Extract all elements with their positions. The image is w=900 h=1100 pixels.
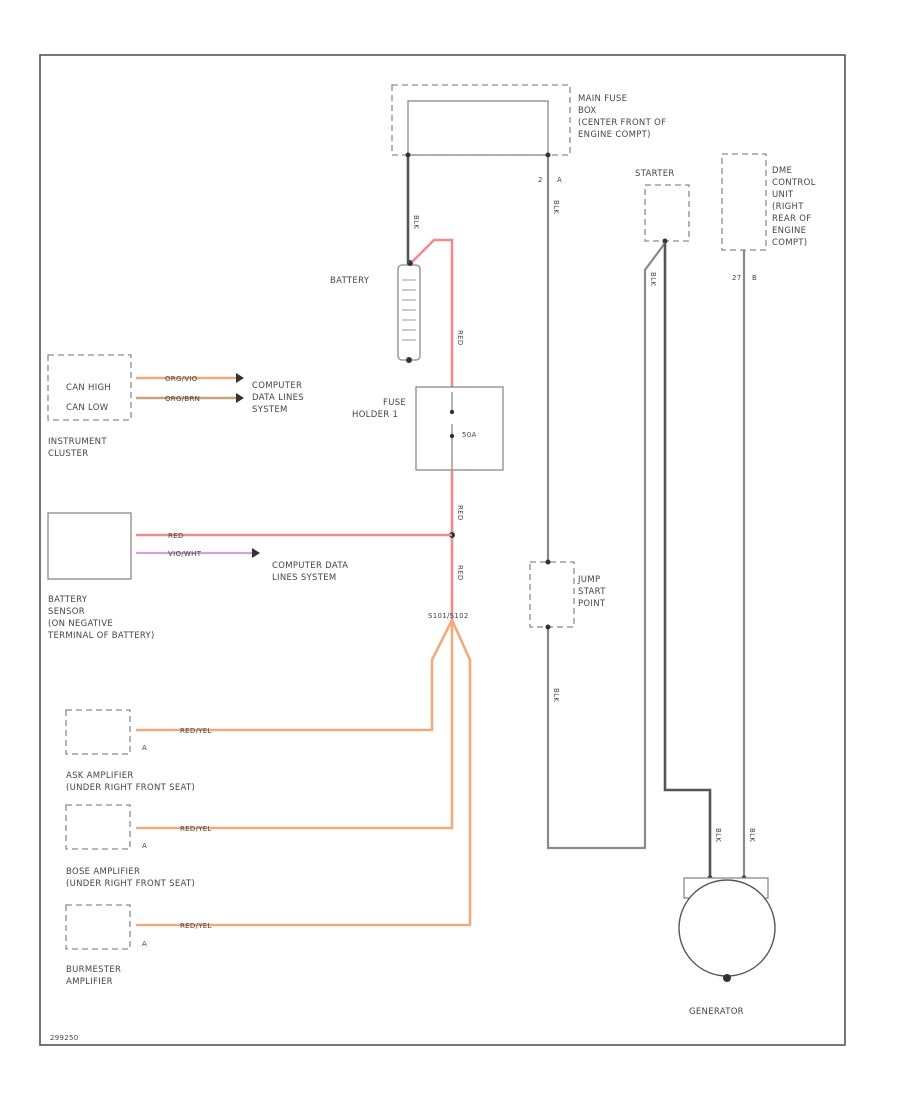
burmester-amplifier (65, 904, 131, 950)
svg-text:COMPUTER: COMPUTER (252, 381, 302, 391)
svg-text:RED/YEL: RED/YEL (180, 727, 212, 735)
svg-text:SYSTEM: SYSTEM (252, 405, 288, 415)
svg-text:BOX: BOX (578, 106, 597, 116)
svg-text:TERMINAL OF BATTERY): TERMINAL OF BATTERY) (47, 631, 155, 641)
svg-text:JUMP: JUMP (577, 575, 600, 585)
svg-text:(UNDER RIGHT FRONT SEAT): (UNDER RIGHT FRONT SEAT) (66, 879, 195, 889)
svg-text:(RIGHT: (RIGHT (772, 202, 804, 212)
svg-text:POINT: POINT (578, 599, 606, 609)
main-fuse-term: A (557, 176, 562, 184)
svg-text:HOLDER 1: HOLDER 1 (352, 410, 398, 420)
svg-text:(CENTER FRONT OF: (CENTER FRONT OF (578, 118, 666, 128)
dme-pin: 27 (732, 274, 742, 282)
svg-text:COMPT): COMPT) (772, 238, 807, 248)
battery-sensor-label: BATTERY SENSOR (ON NEGATIVE TERMINAL OF … (47, 595, 155, 641)
svg-text:MAIN FUSE: MAIN FUSE (578, 94, 627, 104)
svg-text:RED/YEL: RED/YEL (180, 922, 212, 930)
jump-start-point-label: JUMP START POINT (577, 575, 606, 609)
svg-text:COMPUTER DATA: COMPUTER DATA (272, 561, 348, 571)
svg-text:A: A (142, 744, 147, 752)
battery-label: BATTERY (330, 276, 370, 286)
svg-text:AMPLIFIER: AMPLIFIER (66, 977, 113, 987)
ask-amplifier-label: ASK AMPLIFIER (UNDER RIGHT FRONT SEAT) (66, 771, 195, 793)
wire-bose-amplifier (136, 620, 454, 830)
computer-data-lines-label-2: COMPUTER DATA LINES SYSTEM (272, 561, 348, 583)
jump-start-point (529, 561, 575, 628)
svg-text:ENGINE COMPT): ENGINE COMPT) (578, 130, 651, 140)
svg-text:START: START (578, 587, 606, 597)
svg-text:ORG/BRN: ORG/BRN (165, 395, 200, 403)
wire-burmester-amplifier (136, 619, 472, 927)
svg-text:BURMESTER: BURMESTER (66, 965, 121, 975)
fuse-holder (415, 386, 504, 471)
svg-text:RED: RED (456, 565, 464, 581)
wire-jump-start-loop (546, 157, 666, 850)
main-fuse-pin: 2 (538, 176, 543, 184)
svg-text:ORG/VIO: ORG/VIO (165, 375, 198, 383)
svg-text:SENSOR: SENSOR (48, 607, 85, 617)
svg-text:(UNDER RIGHT FRONT SEAT): (UNDER RIGHT FRONT SEAT) (66, 783, 195, 793)
svg-text:INSTRUMENT: INSTRUMENT (48, 437, 107, 447)
svg-text:CONTROL: CONTROL (772, 178, 816, 188)
computer-data-lines-label-1: COMPUTER DATA LINES SYSTEM (252, 381, 304, 415)
instrument-cluster-label: INSTRUMENT CLUSTER (48, 437, 107, 459)
dme-control-unit (721, 153, 767, 251)
dme-control-unit-label: DME CONTROL UNIT (RIGHT REAR OF ENGINE C… (772, 166, 816, 248)
instrument-cluster (47, 354, 132, 421)
svg-text:BOSE AMPLIFIER: BOSE AMPLIFIER (66, 867, 140, 877)
fuse-rating: 50A (462, 431, 477, 439)
can-low-pin: CAN LOW (66, 403, 109, 413)
generator-label: GENERATOR (689, 1007, 744, 1017)
svg-text:RED: RED (456, 505, 464, 521)
svg-text:BATTERY: BATTERY (48, 595, 88, 605)
bose-amplifier-label: BOSE AMPLIFIER (UNDER RIGHT FRONT SEAT) (66, 867, 195, 889)
svg-text:ASK AMPLIFIER: ASK AMPLIFIER (66, 771, 134, 781)
svg-text:(ON NEGATIVE: (ON NEGATIVE (48, 619, 113, 629)
wire-battery-fuse-holder (411, 238, 454, 390)
ask-amplifier (65, 709, 131, 755)
svg-text:BLK: BLK (552, 200, 560, 214)
svg-text:BLK: BLK (412, 215, 420, 229)
battery (397, 264, 421, 361)
battery-sensor (47, 512, 132, 580)
svg-text:FUSE: FUSE (383, 398, 406, 408)
fuse-holder-label: FUSE HOLDER 1 (352, 398, 406, 420)
svg-text:UNIT: UNIT (772, 190, 794, 200)
burmester-amplifier-label: BURMESTER AMPLIFIER (66, 965, 121, 987)
svg-text:BLK: BLK (748, 828, 756, 842)
starter (644, 184, 690, 242)
svg-text:RED: RED (456, 330, 464, 346)
generator (678, 877, 776, 977)
diagram-frame (39, 54, 846, 1046)
splice-label: S101/S102 (428, 612, 469, 620)
svg-text:BLK: BLK (649, 272, 657, 286)
main-fuse-box-inner (407, 100, 549, 156)
svg-text:A: A (142, 842, 147, 850)
svg-text:LINES SYSTEM: LINES SYSTEM (272, 573, 337, 583)
can-high-pin: CAN HIGH (66, 383, 111, 393)
wire-ask-amplifier (136, 619, 454, 732)
main-fuse-box-label: MAIN FUSE BOX (CENTER FRONT OF ENGINE CO… (578, 94, 666, 140)
svg-text:BLK: BLK (552, 688, 560, 702)
svg-text:ENGINE: ENGINE (772, 226, 806, 236)
wire-starter-generator (663, 243, 712, 878)
bose-amplifier (65, 804, 131, 850)
svg-text:A: A (142, 940, 147, 948)
svg-text:RED: RED (168, 532, 184, 540)
svg-text:REAR OF: REAR OF (772, 214, 811, 224)
dme-term: B (752, 274, 757, 282)
svg-text:CLUSTER: CLUSTER (48, 449, 88, 459)
svg-text:DATA LINES: DATA LINES (252, 393, 304, 403)
starter-label: STARTER (635, 169, 675, 179)
svg-text:RED/YEL: RED/YEL (180, 825, 212, 833)
diagram-id: 299250 (50, 1034, 79, 1042)
svg-text:VIO/WHT: VIO/WHT (168, 550, 202, 558)
svg-text:DME: DME (772, 166, 792, 176)
svg-text:BLK: BLK (714, 828, 722, 842)
